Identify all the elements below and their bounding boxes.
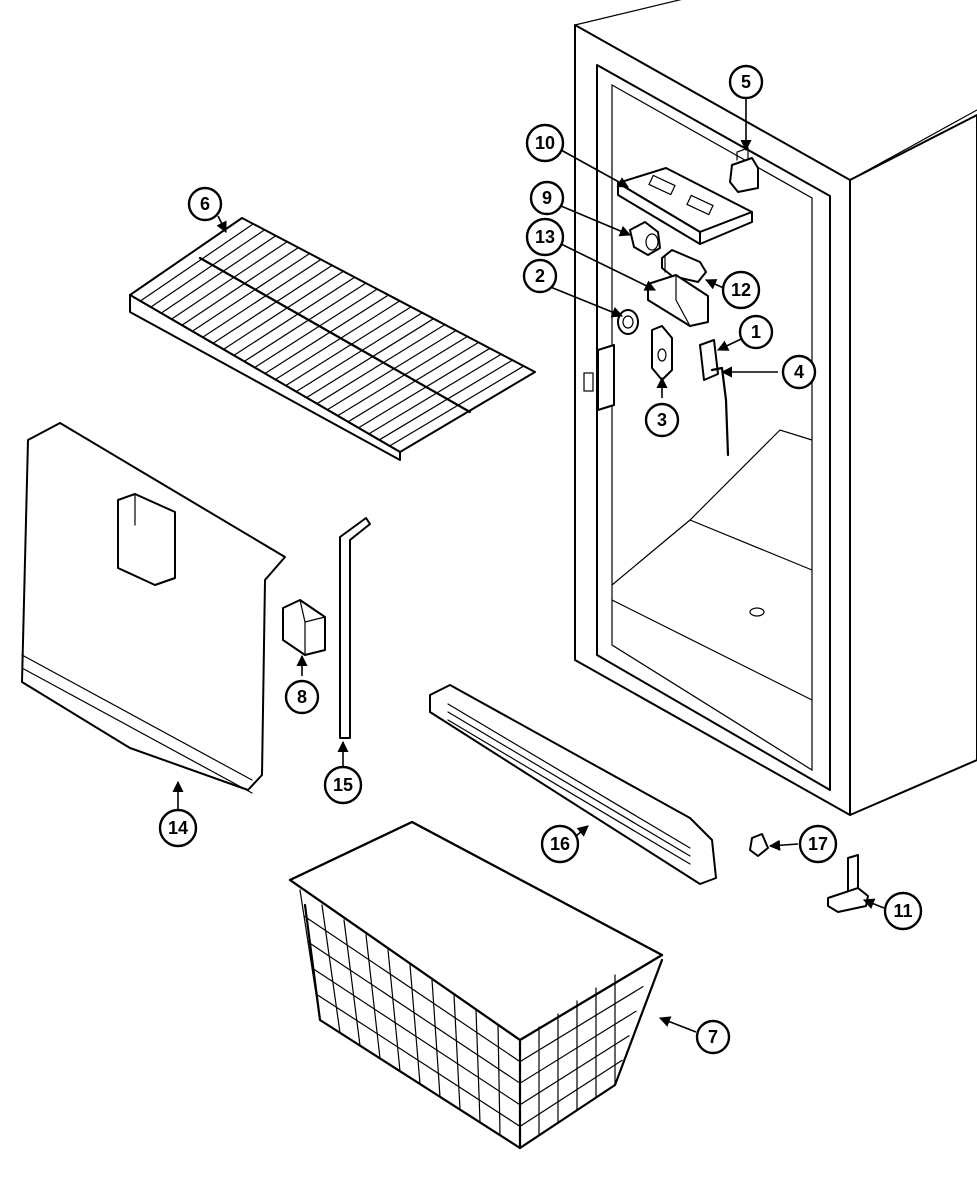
door-panel-part-14 [21, 422, 286, 794]
callout-8: 8 [284, 679, 320, 715]
basket-wire [475, 1009, 481, 1124]
wire-shelf-part-6 [129, 217, 536, 461]
callout-1-label: 1 [751, 322, 761, 342]
shelf-wire [202, 258, 322, 338]
basket-wire [365, 934, 381, 1060]
shelf-wire [170, 241, 288, 320]
callout-15-label: 15 [333, 775, 353, 795]
callout-9-label: 9 [542, 188, 552, 208]
callout-11: 11 [883, 891, 923, 931]
shelf-wire [357, 347, 491, 429]
basket-wire [431, 979, 441, 1098]
callout-2-label: 2 [535, 266, 545, 286]
callout-8-label: 8 [297, 687, 307, 707]
basket-wire [453, 994, 461, 1111]
grille-part-16 [429, 684, 717, 885]
callout-4: 4 [781, 354, 817, 390]
shelf-wire [181, 247, 299, 326]
switch-part-1 [699, 339, 719, 381]
callout-15: 15 [323, 765, 363, 805]
shelf-wire [233, 276, 356, 356]
callout-11-label: 11 [893, 901, 912, 921]
basket-wire [315, 993, 623, 1128]
sensor-wire-part-4 [710, 366, 730, 457]
basket-wire [321, 904, 341, 1034]
callout-16: 16 [540, 824, 580, 864]
callout-14-label: 14 [168, 818, 188, 838]
shelf-wire [191, 252, 311, 332]
callout-10: 10 [525, 123, 565, 163]
basket-wire [307, 941, 637, 1084]
callout-4-label: 4 [794, 362, 804, 382]
light-bulb-part-12 [661, 249, 707, 283]
shelf-wire [264, 294, 390, 375]
callout-16-label: 16 [550, 834, 570, 854]
shelf-wire [305, 318, 435, 399]
block-part-8 [282, 599, 326, 656]
basket-wire [387, 949, 401, 1072]
wire-basket-part-7 [288, 820, 664, 1150]
callout-1: 1 [738, 314, 774, 350]
callout-17: 17 [798, 824, 838, 864]
callout-6: 6 [187, 186, 223, 222]
basket-wire [303, 915, 644, 1063]
basket-wire [409, 964, 421, 1085]
shelf-wire [389, 365, 525, 447]
callout-7-label: 7 [708, 1027, 718, 1047]
basket-wire [299, 889, 321, 1021]
gasket-strip-part-15 [339, 517, 371, 739]
shelf-wire [326, 329, 457, 411]
shelf-wire [254, 288, 378, 369]
leveling-leg-part-11 [827, 854, 869, 913]
callout-13-label: 13 [535, 227, 555, 247]
basket-wire [343, 919, 361, 1047]
thermostat-part-5 [729, 147, 759, 193]
cabinet [574, 0, 977, 816]
callout-9: 9 [529, 180, 565, 216]
lamp-socket-part-9 [629, 221, 661, 256]
shelf-wire [347, 341, 480, 423]
shelf-wire [285, 306, 412, 387]
basket-wire [497, 1024, 501, 1136]
switch-plate-part-3 [651, 325, 673, 381]
callout-2: 2 [522, 258, 558, 294]
callout-6-label: 6 [200, 194, 210, 214]
callout-7: 7 [695, 1019, 731, 1055]
shelf-wire [337, 335, 468, 417]
callout-5-label: 5 [741, 72, 751, 92]
shelf-wire [316, 324, 446, 405]
shelf-wire [378, 359, 514, 441]
clip-part-17 [749, 833, 769, 857]
control-housing-part-10 [617, 167, 753, 245]
shelf-wire [295, 312, 423, 393]
plug-part-2 [617, 309, 639, 335]
lamp-shield-part-13 [647, 274, 709, 327]
shelf-wire [160, 235, 277, 314]
callout-3-label: 3 [657, 410, 667, 430]
leader-lines [172, 98, 885, 1033]
shelf-wire [150, 229, 266, 308]
callout-3: 3 [644, 402, 680, 438]
callout-10-label: 10 [535, 133, 555, 153]
callout-17-label: 17 [808, 834, 828, 854]
shelf-wire [368, 353, 502, 435]
shelf-wire [222, 270, 345, 350]
basket-wire [311, 967, 630, 1106]
callout-13: 13 [525, 217, 565, 257]
shelf-wire [212, 264, 333, 344]
callout-5: 5 [728, 64, 764, 100]
callout-12-label: 12 [731, 280, 751, 300]
shelf-wire [274, 300, 401, 381]
callout-12: 12 [721, 270, 761, 310]
shelf-wire [139, 223, 254, 302]
shelf-wire [243, 282, 367, 363]
callout-14: 14 [158, 808, 198, 848]
